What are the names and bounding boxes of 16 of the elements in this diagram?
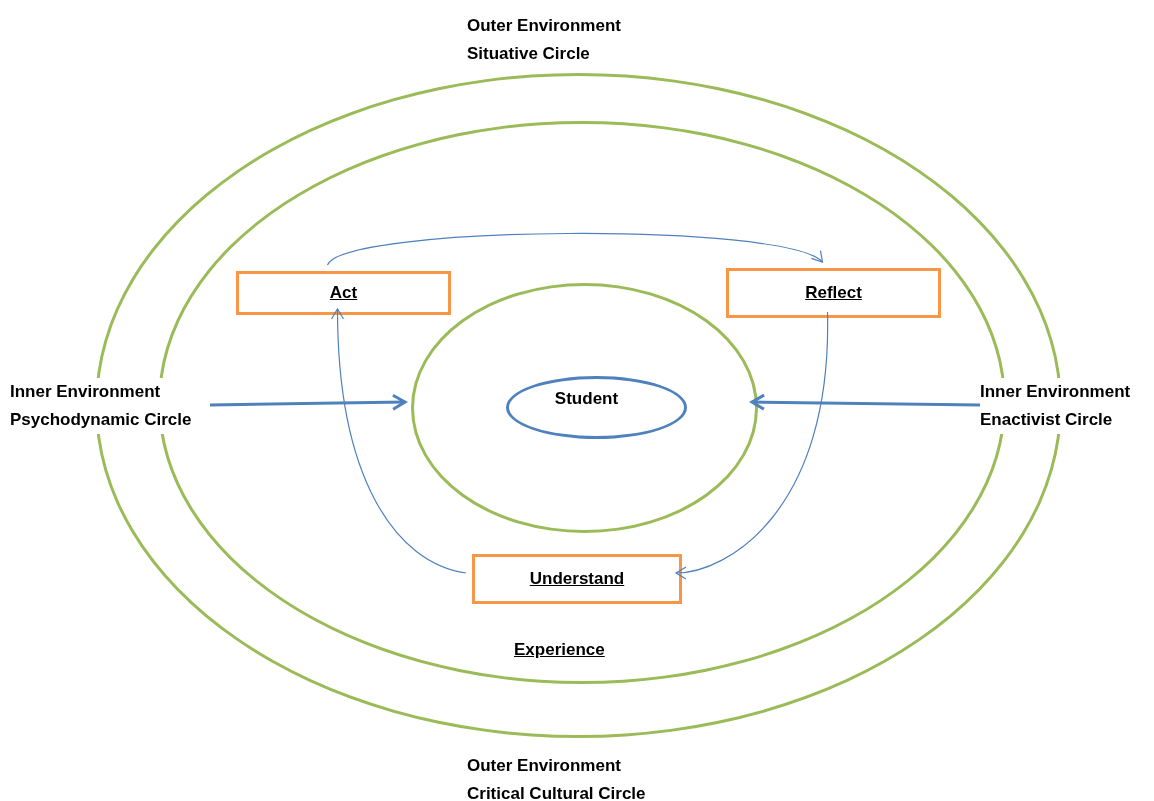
student-ellipse (506, 376, 687, 439)
arrow (675, 311, 829, 579)
arrow (331, 308, 467, 574)
step-label: Act (329, 282, 358, 304)
step-label: Understand (529, 568, 625, 590)
process-box (236, 271, 451, 315)
center-label: Student (553, 388, 620, 410)
step-label: Reflect (805, 282, 862, 304)
arrow (209, 393, 407, 411)
process-box (726, 268, 941, 318)
circle-label: Experience (514, 639, 606, 661)
environment-label: Outer Environment Critical Cultural Circle (467, 755, 647, 801)
environment-label: Outer Environment Situative Circle (467, 15, 622, 65)
process-box (472, 554, 682, 604)
arrow (326, 232, 824, 266)
arrow (750, 393, 981, 411)
